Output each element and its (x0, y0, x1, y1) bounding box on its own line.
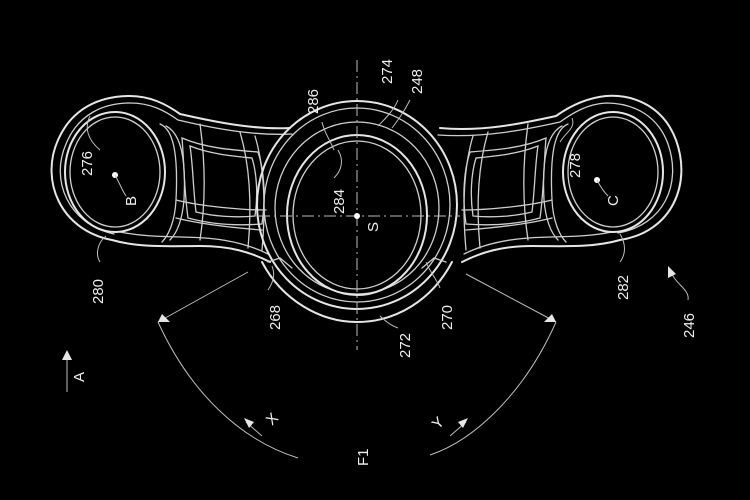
label-280: 280 (90, 279, 107, 304)
label-282: 282 (615, 275, 632, 300)
force-arc-left (158, 322, 298, 458)
label-point-s: S (365, 222, 382, 232)
label-268: 268 (267, 305, 284, 330)
force-arc-arrow-right-head (544, 314, 556, 322)
arrow-y-icon (450, 418, 468, 436)
label-point-b: B (123, 196, 140, 206)
label-direction-x: X (263, 410, 282, 429)
left-arm-lower-edge (112, 240, 270, 262)
label-direction-y: Y (429, 414, 448, 433)
force-arc (158, 272, 556, 458)
right-arm-pocket (462, 124, 568, 250)
label-272: 272 (397, 333, 414, 358)
label-274: 274 (379, 59, 396, 84)
label-direction-a: A (71, 372, 88, 382)
right-arm-lower-edge (462, 240, 620, 262)
arrow-a-icon (62, 350, 72, 392)
label-246: 246 (681, 313, 698, 338)
left-arm-lower-edge-inner (120, 232, 268, 254)
label-248: 248 (409, 69, 426, 94)
label-point-c: C (605, 195, 622, 206)
label-276: 276 (79, 151, 96, 176)
label-286: 286 (305, 89, 322, 114)
point-s-marker (354, 213, 360, 219)
label-278: 278 (567, 153, 584, 178)
left-arm-pocket (160, 124, 266, 250)
arrow-246-icon (668, 266, 688, 300)
label-force-f1: F1 (355, 448, 372, 466)
right-arm-lower-edge-inner (464, 232, 612, 254)
force-arc-right (430, 322, 556, 455)
label-284: 284 (331, 189, 348, 214)
label-270: 270 (439, 305, 456, 330)
force-arc-arrow-left-head (158, 314, 170, 322)
